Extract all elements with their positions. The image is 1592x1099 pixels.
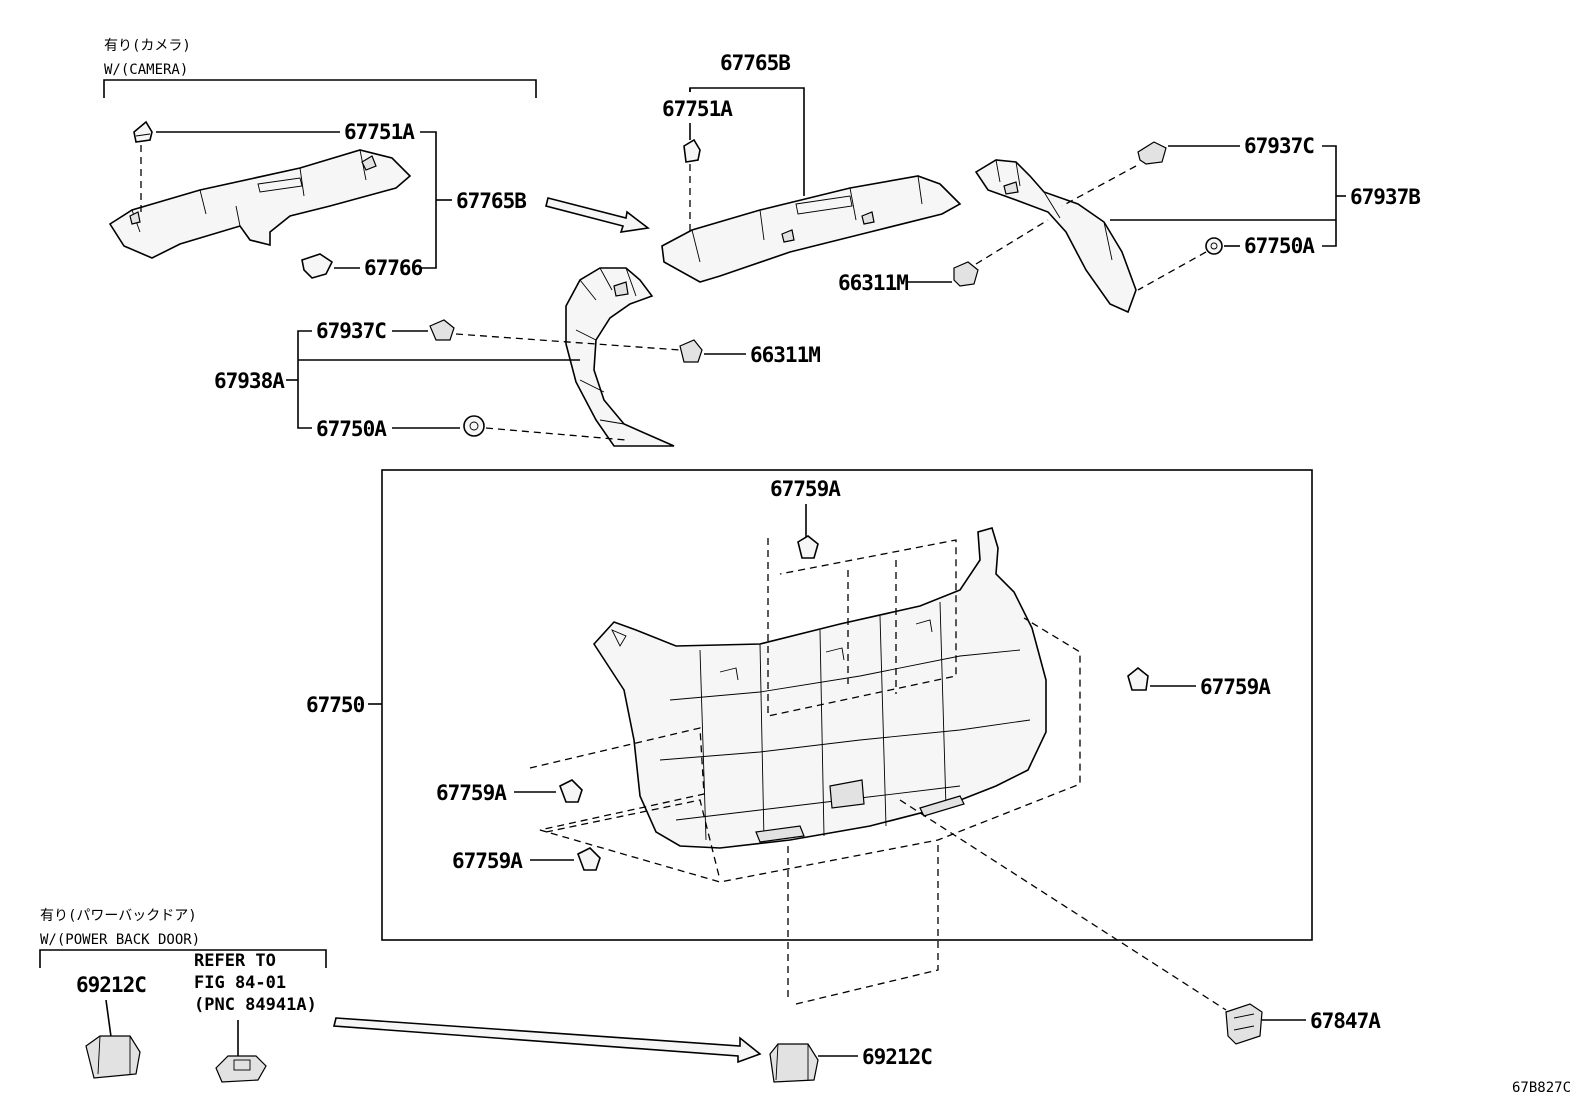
power-header-jp: 有り(パワーバックドア) (40, 908, 197, 924)
label-67937C-right[interactable]: 67937C (1244, 134, 1315, 158)
clip-icon (1205, 237, 1223, 255)
label-67765B-top[interactable]: 67765B (720, 51, 791, 75)
bracket-67937B (1322, 145, 1337, 247)
back-door-trim (592, 527, 1047, 849)
clip-icon (683, 138, 701, 163)
power-header-en: W/(POWER BACK DOOR) (40, 932, 200, 948)
clip-icon (429, 319, 455, 341)
label-67759A-right[interactable]: 67759A (1200, 675, 1272, 699)
left-pillar-garnish (565, 267, 675, 447)
label-67759A-left1[interactable]: 67759A (436, 781, 508, 805)
upper-garnish-camera (108, 149, 412, 259)
label-67759A-top[interactable]: 67759A (770, 477, 842, 501)
label-69212C-left[interactable]: 69212C (76, 973, 147, 997)
switch-icon (85, 1035, 141, 1079)
right-pillar-garnish (974, 159, 1137, 314)
clip-icon (576, 847, 601, 871)
label-67751A-mid[interactable]: 67751A (662, 97, 734, 121)
label-67766[interactable]: 67766 (364, 256, 424, 280)
cover-icon (301, 253, 334, 279)
power-bracket (39, 949, 327, 968)
bracket-part-icon (1225, 1003, 1263, 1045)
bracket-67765B-left (420, 131, 437, 269)
camera-bracket (103, 79, 537, 98)
label-66311M-right[interactable]: 66311M (838, 271, 909, 295)
switch-icon (769, 1043, 819, 1083)
label-69212C-right[interactable]: 69212C (862, 1045, 933, 1069)
refer-line3: (PNC 84941A) (194, 995, 317, 1015)
figure-code: 67B827C (1512, 1080, 1571, 1096)
trim-box (381, 469, 1313, 941)
clip-icon (133, 120, 153, 143)
arrow-right-icon (332, 1017, 762, 1064)
label-67847A[interactable]: 67847A (1310, 1009, 1382, 1033)
clip-icon (463, 415, 485, 437)
clip-icon (1137, 141, 1167, 165)
label-67759A-left2[interactable]: 67759A (452, 849, 524, 873)
refer-line2: FIG 84-01 (194, 973, 286, 993)
label-67750[interactable]: 67750 (306, 693, 366, 717)
label-67765B-left[interactable]: 67765B (456, 189, 527, 213)
label-67750A-left[interactable]: 67750A (316, 417, 388, 441)
upper-garnish (661, 175, 962, 283)
camera-header-jp: 有り(カメラ) (104, 38, 191, 54)
bracket-67938A (297, 330, 312, 429)
clip-icon (797, 535, 819, 559)
label-66311M-mid[interactable]: 66311M (750, 343, 821, 367)
clip-icon (953, 261, 979, 287)
label-67750A-right[interactable]: 67750A (1244, 234, 1316, 258)
refer-line1: REFER TO (194, 951, 276, 971)
arrow-right-icon (545, 197, 650, 233)
label-67937C-left[interactable]: 67937C (316, 319, 387, 343)
clip-icon (679, 339, 703, 363)
clip-icon (558, 779, 583, 803)
label-67937B[interactable]: 67937B (1350, 185, 1421, 209)
camera-header-en: W/(CAMERA) (104, 62, 188, 78)
label-67751A-left[interactable]: 67751A (344, 120, 416, 144)
label-67938A[interactable]: 67938A (214, 369, 286, 393)
clip-icon (1127, 666, 1149, 691)
switch-icon (215, 1055, 267, 1083)
